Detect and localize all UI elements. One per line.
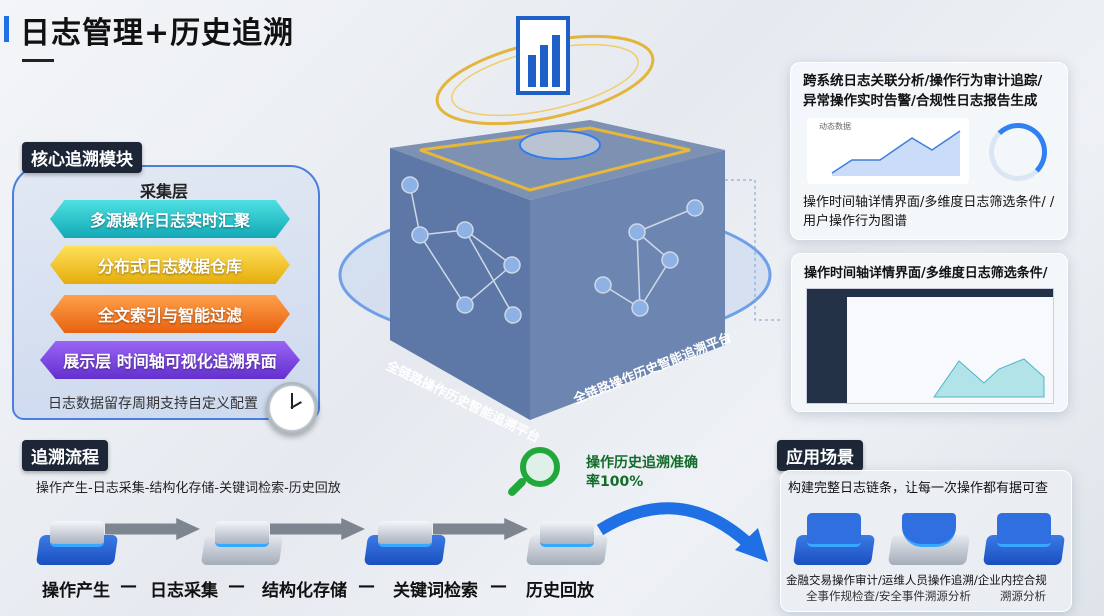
card1-heading: 跨系统日志关联分析/操作行为审计追踪/异常操作实时告警/合规性日志报告生成 [803, 73, 1043, 109]
scene-caption-2: 全事作规检查/安全事件溯源分析 [806, 589, 971, 603]
step-icon-operation [35, 515, 119, 565]
step-icon-collect [200, 515, 284, 565]
flow-arrow-1 [105, 518, 200, 540]
scenes-label: 应用场景 [777, 440, 863, 471]
mini-chart: 动态数据 [807, 118, 969, 184]
security-ring-icon [989, 123, 1047, 181]
step-icon-replay [525, 515, 609, 565]
flow-step-1: 操作产生 [42, 581, 110, 601]
layer-band-2: 分布式日志数据仓库 [50, 246, 290, 284]
card1-caption: 操作时间轴详情界面/多维度日志筛选条件/ /用户操作行为图谱 [803, 195, 1055, 229]
title-accent-bar [4, 16, 9, 42]
bar-chart-icon [516, 16, 570, 95]
stopwatch-icon [266, 382, 318, 434]
layer-band-4: 展示层 时间轴可视化追溯界面 [40, 341, 300, 379]
flow-separator: — [228, 576, 245, 596]
scene-caption-3: 溯源分析 [1000, 589, 1046, 603]
page-title: 日志管理+历史追溯 [20, 16, 295, 51]
core-module-label: 核心追溯模块 [22, 142, 142, 173]
feature-card-analysis: 跨系统日志关联分析/操作行为审计追踪/异常操作实时告警/合规性日志报告生成 动态… [790, 62, 1068, 240]
network-nodes-icon [401, 176, 704, 324]
scene-icon-upload [982, 513, 1066, 565]
card2-heading: 操作时间轴详情界面/多维度日志筛选条件/ [804, 266, 1048, 281]
flow-arrow-2 [270, 518, 365, 540]
flow-step-3: 结构化存储 [262, 581, 347, 601]
flow-step-4: 关键词检索 [393, 581, 478, 601]
curved-arrow [596, 502, 768, 562]
cube-left-face [390, 148, 530, 420]
title-underline [22, 59, 54, 62]
scene-icon-shield [887, 513, 971, 565]
feature-card-timeline: 操作时间轴详情界面/多维度日志筛选条件/ [791, 253, 1068, 412]
dashboard-sidebar [807, 289, 847, 403]
dashboard-screenshot [806, 288, 1054, 404]
flow-step-5: 历史回放 [526, 581, 594, 601]
flow-subtitle: 操作产生-日志采集-结构化存储-关键词检索-历史回放 [36, 481, 341, 496]
cube-right-face [530, 150, 725, 420]
flow-separator: — [120, 576, 137, 596]
step-icon-storage [363, 515, 447, 565]
scenes-subtitle: 构建完整日志链条，让每一次操作都有据可查 [788, 481, 1049, 496]
flow-label: 追溯流程 [22, 440, 108, 471]
layer-band-1: 多源操作日志实时汇聚 [50, 200, 290, 238]
magnifier-handle [506, 476, 528, 498]
flow-separator: — [358, 576, 375, 596]
flow-step-2: 日志采集 [150, 581, 218, 601]
accuracy-text: 操作历史追溯准确率100% [586, 455, 698, 490]
mini-chart-label: 动态数据 [819, 122, 851, 131]
core-footer: 日志数据留存周期支持自定义配置 [48, 396, 258, 412]
scene-icon-document [792, 513, 876, 565]
core-top-layer: 采集层 [140, 182, 189, 201]
flow-arrow-3 [433, 518, 528, 540]
layer-band-3: 全文索引与智能过滤 [50, 295, 290, 333]
mini-chart-line [831, 130, 961, 174]
magnifier-icon [520, 447, 560, 487]
flow-separator: — [490, 576, 507, 596]
platform-cube [338, 16, 780, 420]
scene-caption-1: 金融交易操作审计/运维人员操作追溯/企业内控合规 [786, 573, 1047, 587]
